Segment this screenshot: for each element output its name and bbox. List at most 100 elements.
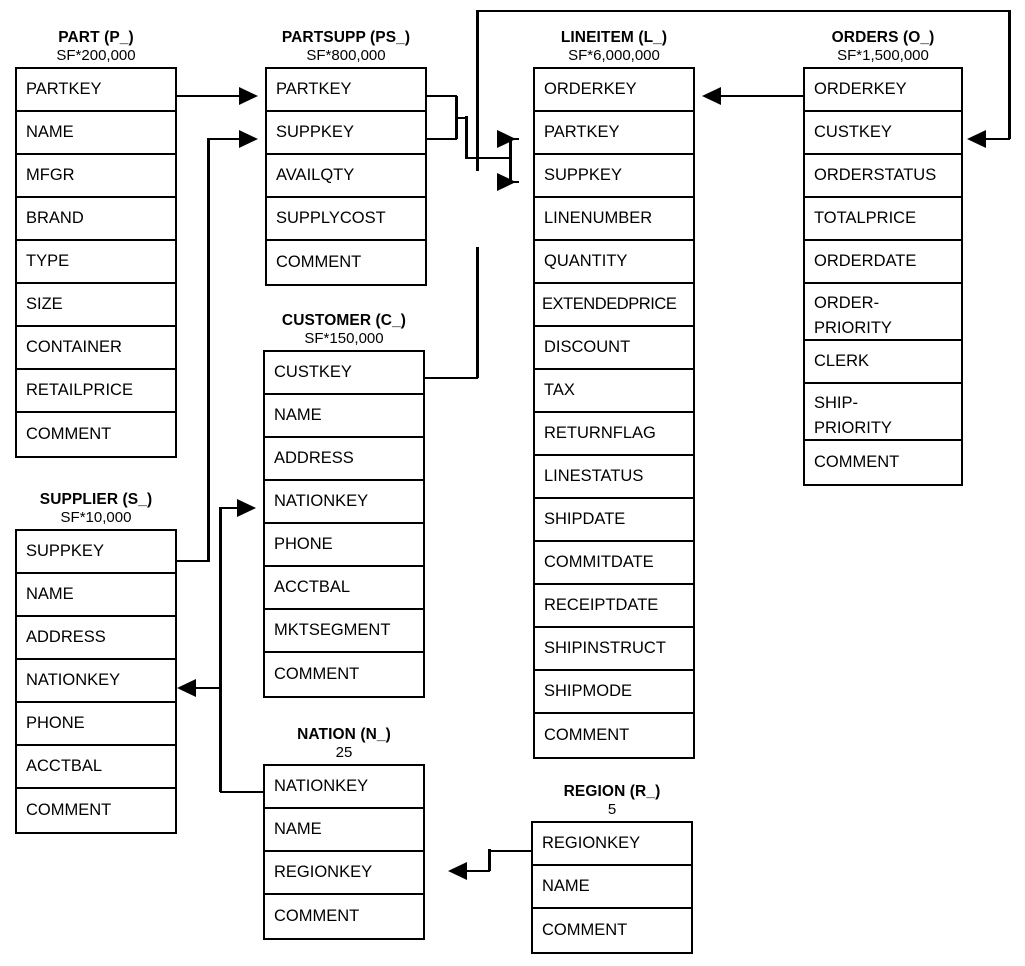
field-lineitem-orderkey: ORDERKEY xyxy=(535,69,693,112)
entity-nation-title: NATION (N_) xyxy=(297,726,391,743)
field-lineitem-suppkey: SUPPKEY xyxy=(535,155,693,198)
field-orders-orderpriority: ORDER- PRIORITY xyxy=(805,284,961,341)
connector-line xyxy=(476,11,479,171)
field-customer-nationkey: NATIONKEY xyxy=(265,481,423,524)
field-lineitem-tax: TAX xyxy=(535,370,693,413)
field-lineitem-comment: COMMENT xyxy=(544,726,630,744)
entity-region-title: REGION (R_) xyxy=(563,783,661,800)
connector-line xyxy=(177,559,210,563)
field-lineitem-shipdate: SHIPDATE xyxy=(535,499,693,542)
field-lineitem-shipmode: SHIPMODE xyxy=(535,671,693,714)
connector-line xyxy=(465,116,468,158)
field-customer-address: ADDRESS xyxy=(265,438,423,481)
field-nation-name: NAME xyxy=(265,809,423,852)
entity-part-cardinality: SF*200,000 xyxy=(56,47,136,64)
connector-line xyxy=(427,137,457,141)
entity-orders-cardinality: SF*1,500,000 xyxy=(837,47,929,64)
field-lineitem-discount: DISCOUNT xyxy=(535,327,693,370)
field-nation-regionkey: REGIONKEY xyxy=(265,852,423,895)
field-region-comment: COMMENT xyxy=(542,921,628,939)
connector-line xyxy=(476,247,479,378)
arrowhead-right-icon xyxy=(239,129,258,148)
connector-line xyxy=(476,9,1011,13)
field-lineitem-quantity: QUANTITY xyxy=(535,241,693,284)
entity-part: PART (P_) SF*200,000 PARTKEY NAME MFGR B… xyxy=(15,28,177,458)
connector-line xyxy=(196,686,220,690)
field-part-name: NAME xyxy=(17,112,175,155)
connector-line xyxy=(488,849,491,871)
connector-line xyxy=(721,94,803,98)
entity-lineitem-title: LINEITEM (L_) xyxy=(560,29,668,46)
field-orders-shippriority: SHIP- PRIORITY xyxy=(805,384,961,441)
entity-partsupp: PARTSUPP (PS_) SF*800,000 PARTKEY SUPPKE… xyxy=(265,28,427,286)
connector-line xyxy=(489,849,533,853)
field-customer-acctbal: ACCTBAL xyxy=(265,567,423,610)
connector-line xyxy=(425,376,478,380)
entity-partsupp-title: PARTSUPP (PS_) xyxy=(281,29,411,46)
arrowhead-right-icon xyxy=(497,172,516,191)
field-orders-orderpriority-line2: PRIORITY xyxy=(814,319,892,337)
field-lineitem-returnflag: RETURNFLAG xyxy=(535,413,693,456)
arrowhead-right-icon xyxy=(239,86,258,105)
field-orders-orderkey: ORDERKEY xyxy=(805,69,961,112)
field-part-brand: BRAND xyxy=(17,198,175,241)
field-customer-comment: COMMENT xyxy=(274,665,360,683)
field-lineitem-extendedprice: EXTENDEDPRICE xyxy=(535,284,693,327)
field-partsupp-supplycost: SUPPLYCOST xyxy=(267,198,425,241)
entity-region: REGION (R_) 5 REGIONKEY NAME COMMENT xyxy=(531,782,693,954)
connector-line xyxy=(220,790,265,794)
entity-orders-title: ORDERS (O_) xyxy=(831,29,935,46)
field-region-regionkey: REGIONKEY xyxy=(533,823,691,866)
arrowhead-left-icon xyxy=(702,86,721,105)
connector-line xyxy=(207,139,210,560)
connector-line xyxy=(219,508,222,792)
field-partsupp-comment: COMMENT xyxy=(276,253,362,271)
connector-line xyxy=(509,138,512,183)
field-supplier-nationkey: NATIONKEY xyxy=(17,660,175,703)
field-customer-custkey: CUSTKEY xyxy=(265,352,423,395)
field-orders-shippriority-line2: PRIORITY xyxy=(814,419,892,437)
field-partsupp-suppkey: SUPPKEY xyxy=(267,112,425,155)
entity-supplier: SUPPLIER (S_) SF*10,000 SUPPKEY NAME ADD… xyxy=(15,490,177,834)
field-lineitem-shipinstruct: SHIPINSTRUCT xyxy=(535,628,693,671)
entity-nation-fields: NATIONKEY NAME REGIONKEY COMMENT xyxy=(263,764,425,940)
connector-line xyxy=(219,506,237,510)
entity-nation-cardinality: 25 xyxy=(335,744,353,761)
entity-partsupp-cardinality: SF*800,000 xyxy=(306,47,386,64)
entity-supplier-title: SUPPLIER (S_) xyxy=(39,491,153,508)
entity-region-cardinality: 5 xyxy=(607,801,617,818)
field-customer-name: NAME xyxy=(265,395,423,438)
connector-line xyxy=(467,869,490,873)
field-part-partkey: PARTKEY xyxy=(17,69,175,112)
field-lineitem-commitdate: COMMITDATE xyxy=(535,542,693,585)
arrowhead-right-icon xyxy=(237,498,256,517)
field-part-retailprice: RETAILPRICE xyxy=(17,370,175,413)
field-orders-orderpriority-line1: ORDER- xyxy=(814,294,880,312)
field-customer-phone: PHONE xyxy=(265,524,423,567)
entity-lineitem-fields: ORDERKEY PARTKEY SUPPKEY LINENUMBER QUAN… xyxy=(533,67,695,759)
field-nation-comment: COMMENT xyxy=(274,907,360,925)
field-region-name: NAME xyxy=(533,866,691,909)
entity-customer-cardinality: SF*150,000 xyxy=(304,330,384,347)
entity-nation: NATION (N_) 25 NATIONKEY NAME REGIONKEY … xyxy=(263,725,425,940)
field-lineitem-linestatus: LINESTATUS xyxy=(535,456,693,499)
field-part-type: TYPE xyxy=(17,241,175,284)
field-orders-custkey: CUSTKEY xyxy=(805,112,961,155)
entity-customer-title: CUSTOMER (C_) xyxy=(281,312,407,329)
field-part-size: SIZE xyxy=(17,284,175,327)
field-nation-nationkey: NATIONKEY xyxy=(265,766,423,809)
connector-line xyxy=(1008,11,1011,139)
connector-line xyxy=(986,137,1010,141)
field-orders-totalprice: TOTALPRICE xyxy=(805,198,961,241)
connector-line xyxy=(177,94,239,98)
field-lineitem-receiptdate: RECEIPTDATE xyxy=(535,585,693,628)
arrowhead-left-icon xyxy=(448,861,467,880)
field-part-container: CONTAINER xyxy=(17,327,175,370)
arrowhead-right-icon xyxy=(497,129,516,148)
field-supplier-name: NAME xyxy=(17,574,175,617)
connector-line xyxy=(465,156,511,160)
entity-region-fields: REGIONKEY NAME COMMENT xyxy=(531,821,693,954)
entity-orders: ORDERS (O_) SF*1,500,000 ORDERKEY CUSTKE… xyxy=(803,28,963,486)
entity-part-title: PART (P_) xyxy=(58,29,134,46)
connector-line xyxy=(427,94,457,98)
